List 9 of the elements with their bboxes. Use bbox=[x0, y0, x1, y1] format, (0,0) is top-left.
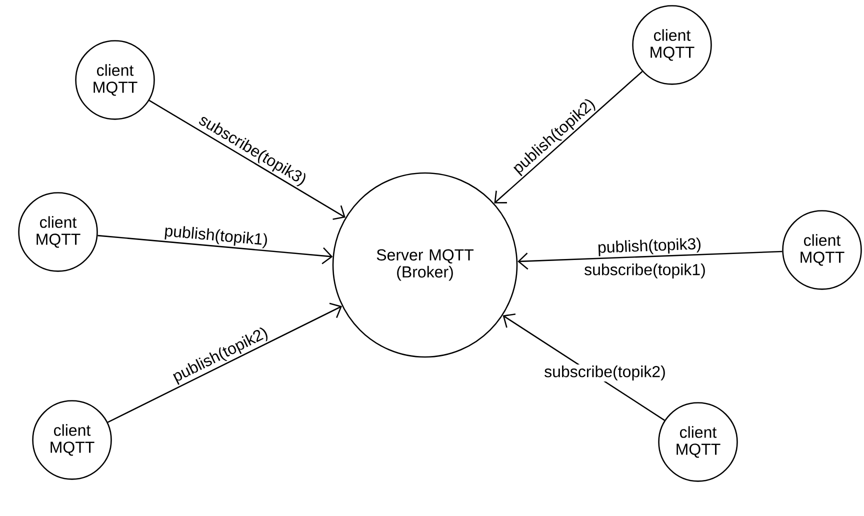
arrow bbox=[148, 100, 346, 220]
edge-label: publish(topik1) bbox=[162, 223, 270, 250]
arrow bbox=[98, 234, 333, 264]
arrow bbox=[518, 250, 782, 270]
arrow bbox=[494, 71, 643, 204]
arrow bbox=[107, 302, 342, 423]
edge-label: subscribe(topik2) bbox=[543, 364, 667, 382]
edge-label: publish(topik3) bbox=[596, 236, 703, 258]
message-label: subscribe(topik1) bbox=[583, 262, 707, 280]
